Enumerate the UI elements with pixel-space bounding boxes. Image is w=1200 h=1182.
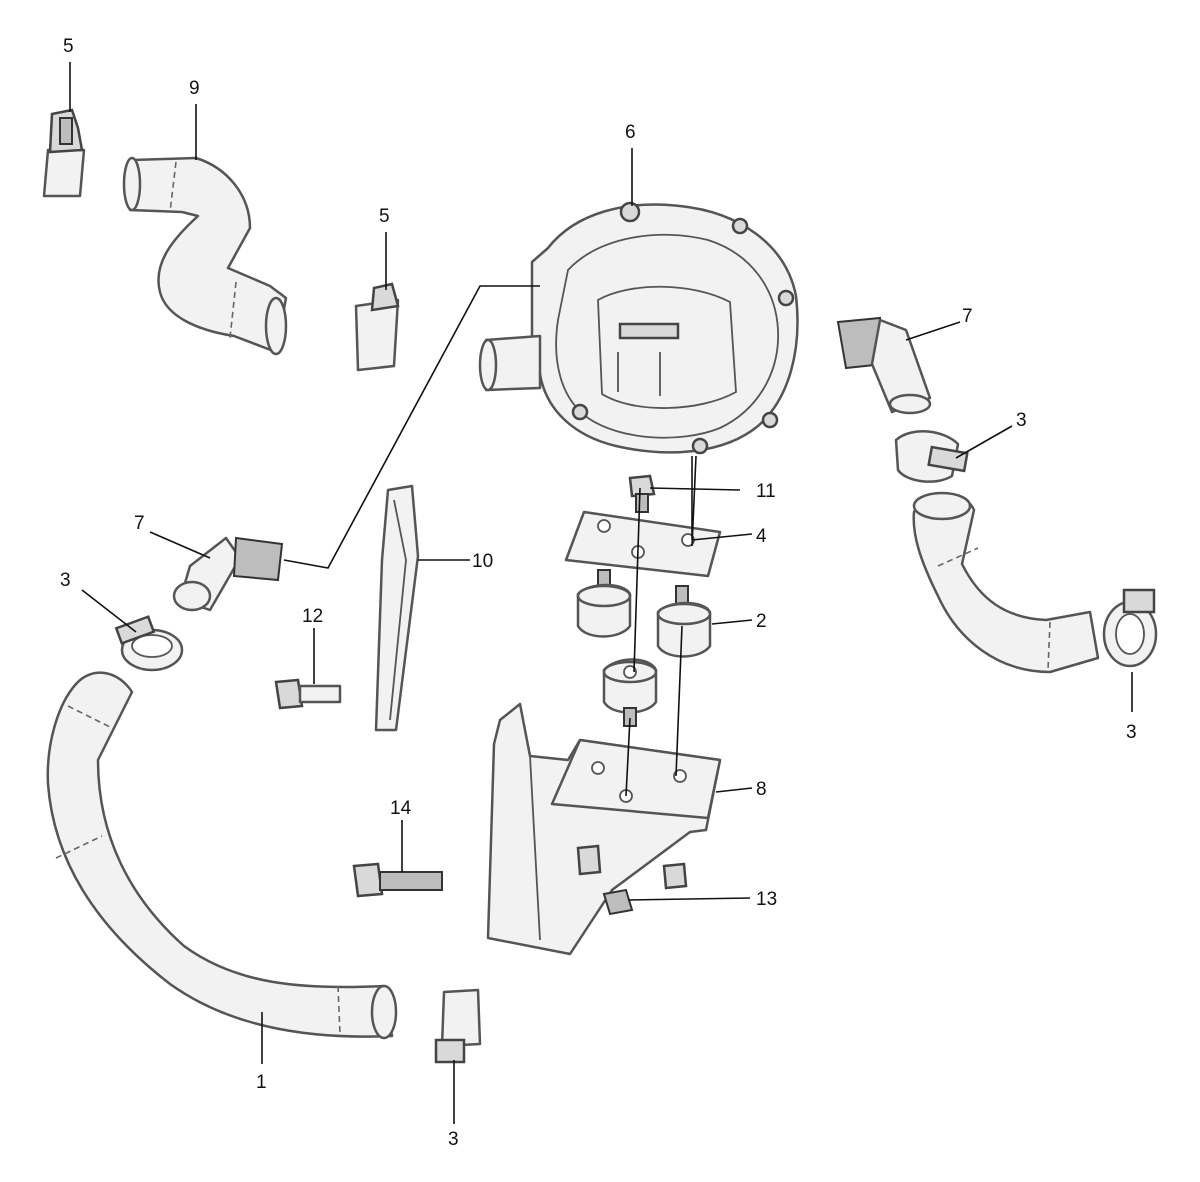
callout-3-right-lower: 3	[1126, 722, 1137, 743]
elbow-connector-7-left	[172, 536, 284, 612]
screw-12	[274, 678, 342, 710]
mounting-plate-4	[564, 510, 722, 578]
nut-13	[602, 888, 634, 916]
bolt-14	[352, 862, 443, 898]
hose-clamp-3-bottom	[434, 988, 482, 1064]
callout-labels: 5 9 5 6 7 3 11 4 10 7 3 2 12 3 8 14 13 1…	[60, 36, 1137, 1150]
callout-10: 10	[472, 551, 493, 572]
callout-4: 4	[756, 526, 767, 547]
callout-5-top-left: 5	[63, 36, 74, 57]
rubber-mount-2b	[656, 585, 712, 658]
hose-right	[912, 491, 1100, 674]
hose-clamp-5-top-left	[42, 108, 86, 198]
hose-9	[122, 156, 288, 356]
callout-5-mid: 5	[379, 206, 390, 227]
callout-7-left: 7	[134, 513, 145, 534]
callout-13: 13	[756, 889, 777, 910]
callout-11: 11	[756, 481, 776, 502]
hose-clamp-3-left	[114, 615, 184, 672]
callout-3-right-upper: 3	[1016, 410, 1027, 431]
hose-clamp-3-right-lower	[1102, 588, 1158, 668]
rubber-mount-2c	[602, 658, 658, 727]
leader-lines	[69, 62, 1133, 1124]
bolt-11	[628, 474, 656, 513]
strap-10	[374, 484, 420, 732]
callout-3-bottom: 3	[448, 1129, 459, 1150]
callout-3-left: 3	[60, 570, 71, 591]
callout-8: 8	[756, 779, 767, 800]
mounting-bracket-8	[486, 702, 722, 956]
hose-clamp-5-mid	[354, 282, 400, 372]
rubber-mount-2a	[576, 569, 632, 638]
callout-1: 1	[256, 1072, 267, 1093]
heater-unit-6	[478, 201, 799, 455]
callout-9: 9	[189, 78, 200, 99]
hose-1	[46, 671, 398, 1040]
elbow-connector-7-right	[836, 316, 932, 415]
hose-clamp-3-right-upper	[894, 430, 969, 483]
callout-7-right: 7	[962, 306, 973, 327]
callout-6: 6	[625, 122, 636, 143]
callout-2: 2	[756, 611, 767, 632]
callout-14: 14	[390, 798, 412, 819]
callout-12: 12	[302, 606, 323, 627]
